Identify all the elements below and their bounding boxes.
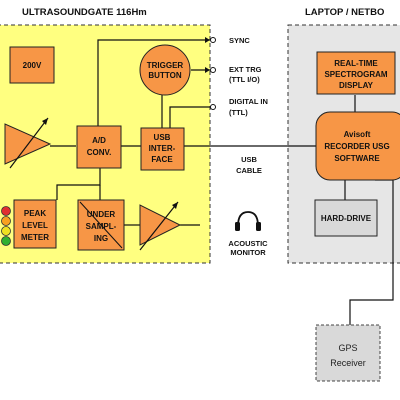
svg-text:ING: ING [94,234,108,243]
laptop-title: LAPTOP / NETBO [305,7,384,18]
sync-terminal [210,37,216,43]
power-block: 200V [9,46,55,84]
peak-level-meter: PEAK LEVEL METER [13,199,57,249]
digital-in-terminal [210,104,216,110]
svg-text:DISPLAY: DISPLAY [339,81,374,90]
usb-cable-label: USB [241,155,257,164]
svg-text:METER: METER [21,233,49,242]
led-yellow [1,226,11,236]
svg-text:Avisoft: Avisoft [344,130,371,139]
svg-text:200V: 200V [23,61,42,70]
svg-text:RECORDER USG: RECORDER USG [324,142,389,151]
hard-drive: HARD-DRIVE [314,199,378,237]
ad-converter: A/D CONV. [76,125,122,169]
svg-text:GPS: GPS [338,343,357,353]
output-amplifier [139,201,182,251]
sync-arrows [205,37,210,73]
ext-trg-label: EXT TRG [229,65,262,74]
led-indicators [1,206,11,246]
svg-text:SPECTROGRAM: SPECTROGRAM [324,70,387,79]
svg-text:UNDER: UNDER [87,210,116,219]
svg-text:A/D: A/D [92,136,106,145]
svg-text:LEVEL: LEVEL [22,221,48,230]
ext-trg-terminal [210,67,216,73]
headphones-icon [235,211,261,231]
svg-text:CONV.: CONV. [87,148,112,157]
svg-text:Receiver: Receiver [330,358,366,368]
led-orange [1,216,11,226]
svg-text:HARD-DRIVE: HARD-DRIVE [321,214,372,223]
svg-text:INTER-: INTER- [149,144,176,153]
led-red [1,206,11,216]
svg-text:PEAK: PEAK [24,209,46,218]
gps-receiver: GPS Receiver [315,324,381,382]
trigger-button: TRIGGER BUTTON [139,44,191,96]
acoustic-monitor-sublabel: MONITOR [230,248,266,257]
svg-text:USB: USB [154,133,171,142]
led-green [1,236,11,246]
sync-label: SYNC [229,36,250,45]
svg-text:TRIGGER: TRIGGER [147,61,184,70]
svg-text:REAL-TIME: REAL-TIME [334,59,378,68]
svg-text:FACE: FACE [151,155,173,164]
ext-trg-sublabel: (TTL I/O) [229,75,260,84]
signal-terminals [210,37,216,110]
svg-text:BUTTON: BUTTON [148,71,181,80]
undersampling-block: UNDER SAMPL- ING [77,199,125,251]
digital-in-sublabel: (TTL) [229,108,248,117]
input-amplifier [4,117,52,169]
recorder-software: Avisoft RECORDER USG SOFTWARE [315,111,400,181]
usb-interface: USB INTER- FACE [140,127,185,171]
svg-text:SOFTWARE: SOFTWARE [334,154,380,163]
usb-cable-sublabel: CABLE [236,166,262,175]
spectrogram-display: REAL-TIME SPECTROGRAM DISPLAY [316,51,396,95]
ultrasoundgate-title: ULTRASOUNDGATE 116Hm [22,7,147,18]
digital-in-label: DIGITAL IN [229,97,268,106]
acoustic-monitor-label: ACOUSTIC [228,239,268,248]
svg-text:SAMPL-: SAMPL- [86,222,117,231]
